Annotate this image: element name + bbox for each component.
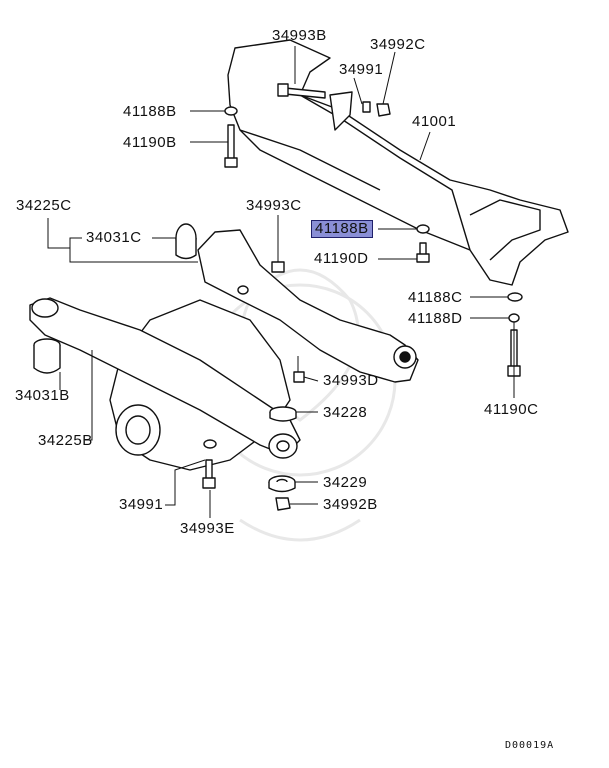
bushing-34228 <box>269 406 297 422</box>
callout-34031C: 34031C <box>86 229 142 246</box>
callout-41190B: 41190B <box>123 134 177 151</box>
diagram-code: D00019A <box>505 740 555 751</box>
callout-34225B: 34225B <box>38 432 93 449</box>
callout-34991-top: 34991 <box>339 61 384 78</box>
callout-34228: 34228 <box>323 404 368 421</box>
callout-41190C: 41190C <box>484 401 539 418</box>
bolt-34993C <box>271 261 285 273</box>
bushing-34031B <box>33 338 61 374</box>
callout-41188B-top: 41188B <box>123 103 177 120</box>
washer-41188B-top <box>224 106 238 116</box>
callout-34225C: 34225C <box>16 197 72 214</box>
nut-34992B <box>275 497 291 511</box>
callout-34991-bottom: 34991 <box>119 496 164 513</box>
callout-34993D: 34993D <box>323 372 379 389</box>
washer-34991-bot <box>203 439 217 449</box>
washer-41188C <box>507 292 523 302</box>
callout-34993B: 34993B <box>272 27 327 44</box>
bolt-41190B <box>227 124 235 161</box>
bushing-34229 <box>268 475 296 493</box>
bushing-lower-right <box>268 433 298 459</box>
bolt-34993E <box>205 459 213 481</box>
callout-41190D: 41190D <box>314 250 369 267</box>
bracket-34991 <box>329 91 353 131</box>
bushing-34031C <box>175 223 197 260</box>
leader-lines <box>47 46 515 518</box>
callout-34992C: 34992C <box>370 36 426 53</box>
crossmember-41001 <box>227 39 569 286</box>
differential-support-34225C <box>197 229 419 383</box>
nut-34992C <box>376 103 391 117</box>
bolt-41190D <box>419 242 427 256</box>
callout-34992B: 34992B <box>323 496 378 513</box>
callout-41188D: 41188D <box>408 310 463 327</box>
callout-34993E: 34993E <box>180 520 235 537</box>
callout-41188B-highlighted[interactable]: 41188B <box>311 220 373 238</box>
callout-34031B: 34031B <box>15 387 70 404</box>
washer-41188D <box>508 313 520 323</box>
callout-34229: 34229 <box>323 474 368 491</box>
callout-41001: 41001 <box>412 113 457 130</box>
callout-34993C: 34993C <box>246 197 302 214</box>
callout-41188C: 41188C <box>408 289 463 306</box>
washer-41188B-hl <box>416 224 430 234</box>
washer-34991 <box>362 101 371 113</box>
bolt-34993D <box>293 371 305 383</box>
